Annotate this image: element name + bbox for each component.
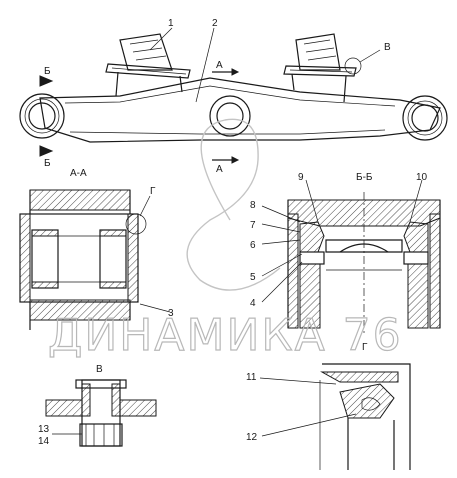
cut-mark-g: Г [150,186,156,197]
callout-8: 8 [250,200,256,211]
cut-arrow-b-bottom [39,145,54,157]
cut-mark-b-top: Б [44,66,51,77]
callout-13: 13 [38,424,50,435]
callout-11: 11 [246,372,257,383]
callout-1: 1 [168,18,174,29]
callout-10: 10 [416,172,428,183]
callout-6: 6 [250,240,256,251]
section-aa [19,189,151,330]
callout-5: 5 [250,272,256,283]
callout-2: 2 [212,18,218,29]
callout-12: 12 [246,432,258,443]
view-title-g: Г [362,342,368,353]
cut-arrow-a-bottom [231,156,240,164]
callout-7: 7 [250,220,256,231]
view-g [319,363,411,470]
callout-4: 4 [250,298,256,309]
callout-9: 9 [298,172,304,183]
cut-mark-b-bottom: Б [44,158,51,169]
cut-arrow-a-top [231,68,240,76]
view-v [45,379,157,447]
watermark-text: ДИНАМИКА 76 [48,310,403,361]
main-beam-view [19,33,448,164]
detail-v-circle [344,57,362,75]
callout-14: 14 [38,436,50,447]
cut-mark-v: В [384,42,391,53]
section-title-aa: А-А [70,168,87,179]
leader-lines [52,27,423,437]
detail-g-circle [125,213,147,235]
section-title-bb: Б-Б [356,172,373,183]
view-title-v: В [96,364,103,375]
cut-arrow-b-top [39,75,54,87]
cut-mark-a-bottom: А [216,164,223,175]
cut-mark-a-top: А [216,60,223,71]
watermark: ДИНАМИКА 76 [47,118,403,362]
callout-3: 3 [168,308,174,319]
callout-labels: 1 2 3 4 5 6 7 8 9 10 11 12 13 14 А-А Б-Б… [38,18,428,447]
